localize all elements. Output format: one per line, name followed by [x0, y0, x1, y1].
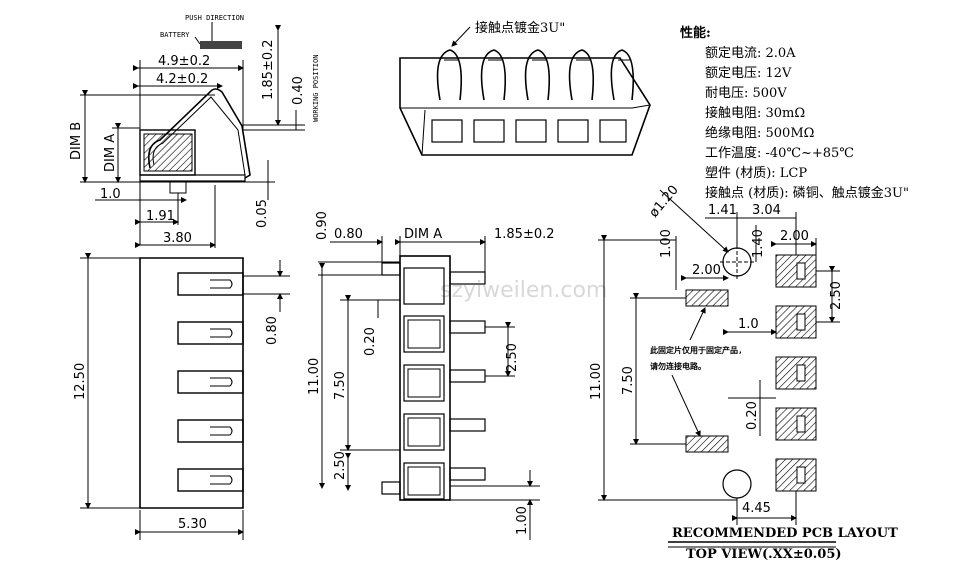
pcb-fix-tab-bottom	[685, 435, 729, 453]
pcb-note-2: 请勿连接电路。	[650, 361, 706, 371]
dim-a-mid: DIM A	[404, 227, 442, 242]
dim-0-90: 0.90	[315, 211, 330, 240]
spec-line-5: 工作温度: -40℃~+85℃	[705, 145, 854, 161]
spec-line-6: 塑件 (材质): LCP	[705, 166, 807, 181]
pcb-dim-2-00-a: 2.00	[780, 229, 809, 244]
pcb-subtitle: TOP VIEW(.XX±0.05)	[686, 547, 842, 562]
pcb-title: RECOMMENDED PCB LAYOUT	[672, 526, 898, 541]
dim-a-label: DIM A	[103, 134, 118, 172]
pcb-note-1: 此固定片仅用于固定产品,	[650, 345, 743, 355]
pcb-dim-7-50: 7.50	[621, 366, 636, 395]
pcb-dim-1-41: 1.41	[708, 203, 737, 218]
pcb-dim-11-00: 11.00	[589, 363, 604, 400]
dim-12-50: 12.50	[73, 363, 88, 400]
side-base	[139, 174, 246, 182]
working-position-label: WORKING POSITION	[312, 55, 320, 122]
specs-heading: 性能:	[680, 25, 711, 41]
pcb-dim-2-50: 2.50	[829, 281, 844, 310]
dim-1-00-mid: 1.00	[515, 506, 530, 535]
side-body-hatch	[143, 133, 193, 172]
dim-5-30: 5.30	[178, 517, 207, 532]
front-body	[139, 257, 244, 509]
spring-contact	[147, 88, 251, 179]
dim-0-20-mid: 0.20	[363, 327, 378, 356]
pcb-fix-tab-top	[685, 289, 729, 307]
spec-line-2: 耐电压: 500V	[705, 86, 787, 101]
pcb-dim-4-45: 4.45	[742, 501, 771, 516]
spec-line-3: 接触电阻: 30mΩ	[705, 105, 805, 121]
spec-line-4: 绝缘电阻: 500MΩ	[705, 125, 814, 141]
pcb-dim-0-20: 0.20	[745, 401, 760, 430]
dim-1-85: 1.85±0.2	[261, 39, 276, 100]
dim-b-label: DIM B	[69, 122, 84, 160]
pcb-dim-2-00-b: 2.00	[692, 263, 721, 278]
dim-11-00-mid: 11.00	[307, 358, 322, 395]
spec-line-1: 额定电压: 12V	[705, 66, 792, 81]
middle-top-view: 0.90 0.80 DIM A 1.85±0.2 11.00 7.50 0.20…	[307, 211, 555, 540]
dim-7-50-mid: 7.50	[333, 371, 348, 400]
pcb-dim-1-40: 1.40	[751, 229, 766, 258]
dim-2-50-mid-a: 2.50	[333, 451, 348, 480]
specs-block: 性能: 额定电流: 2.0A 额定电压: 12V 耐电压: 500V 接触电阻:…	[680, 25, 909, 201]
spec-line-7: 接触点 (材质): 磷铜、触点镀金3U"	[705, 185, 909, 201]
pcb-pad-2	[775, 305, 817, 339]
dim-0-05: 0.05	[255, 199, 270, 228]
pcb-pad-4	[775, 407, 817, 441]
pcb-dim-1-0: 1.0	[738, 317, 759, 332]
battery-block	[200, 41, 242, 49]
pcb-pad-1	[775, 254, 817, 288]
pcb-hole-bottom	[722, 469, 752, 499]
pcb-pad-5	[775, 458, 817, 492]
spec-line-0: 额定电流: 2.0A	[705, 46, 796, 61]
battery-label: BATTERY	[160, 31, 190, 39]
dim-0-40: 0.40	[291, 76, 306, 105]
pcb-layout: ø1.20 1.41 3.04 1.40 2.00 1.00 2.00 2.50…	[589, 183, 898, 562]
dim-1-85-mid: 1.85±0.2	[494, 227, 555, 242]
side-view: PUSH DIRECTION BATTERY 4.9±0.2 4.2±0.2 D…	[69, 14, 320, 248]
dim-0-80-mid: 0.80	[334, 227, 363, 242]
pcb-dim-dia: ø1.20	[647, 183, 682, 221]
front-view: 12.50 0.80 5.30	[73, 253, 290, 540]
dim-0-80-left: 0.80	[265, 316, 280, 345]
dim-2-50-mid-b: 2.50	[505, 343, 520, 372]
watermark: szyiweilen.com	[440, 278, 607, 303]
pcb-dim-1-00: 1.00	[659, 229, 674, 258]
dim-4-2: 4.2±0.2	[156, 72, 208, 87]
pcb-pad-3	[775, 356, 817, 390]
dim-1-0: 1.0	[100, 187, 121, 202]
isometric-view: 接触点镀金3U"	[399, 20, 651, 156]
pcb-dim-3-04: 3.04	[752, 203, 781, 218]
dim-3-80: 3.80	[163, 231, 192, 246]
push-direction-label: PUSH DIRECTION	[185, 14, 244, 22]
iso-label: 接触点镀金3U"	[475, 20, 565, 36]
dim-4-9: 4.9±0.2	[158, 54, 210, 69]
